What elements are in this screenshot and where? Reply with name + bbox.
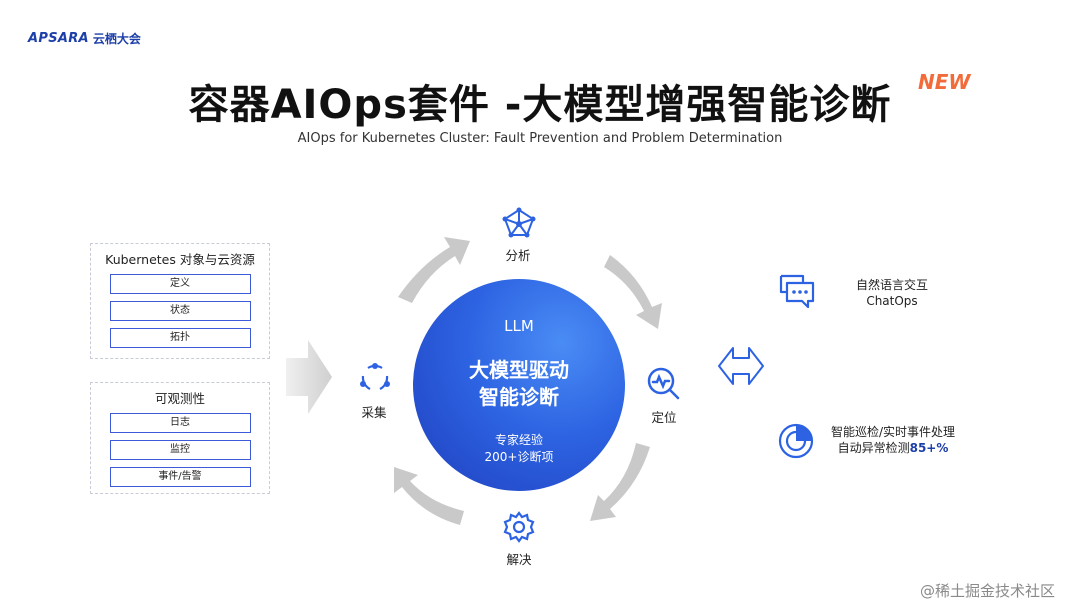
radar-icon [778, 423, 814, 459]
page-title: 容器AIOps套件 -大模型增强智能诊断 [0, 72, 1080, 130]
panel-title: 可观测性 [154, 391, 205, 406]
llm-core-circle [413, 279, 625, 491]
panel-item-monitoring: 监控 [109, 440, 251, 460]
node-analyze-label: 分析 [505, 248, 531, 263]
page-subtitle: AIOps for Kubernetes Cluster: Fault Prev… [297, 131, 783, 146]
core-sub-line1: 专家经验 [494, 433, 543, 447]
double-arrow-icon [718, 347, 764, 385]
inspection-line2-prefix: 自动异常检测 [837, 441, 910, 455]
panel-item-topology: 拓扑 [109, 328, 251, 348]
core-title-line2: 智能诊断 [479, 385, 559, 409]
observability-panel: 可观测性 日志 监控 事件/告警 [90, 382, 270, 494]
llm-label: LLM [504, 317, 534, 335]
panel-item-events: 事件/告警 [109, 467, 251, 487]
logo-cn: 云栖大会 [92, 32, 141, 46]
panel-item-logs: 日志 [109, 413, 251, 433]
search-chart-icon [647, 367, 680, 400]
cycle-arrows [394, 237, 662, 525]
chatops-text: 自然语言交互 ChatOps [830, 277, 954, 309]
node-resolve-label: 解决 [506, 552, 532, 567]
k8s-resources-panel: Kubernetes 对象与云资源 定义 状态 拓扑 [90, 243, 270, 359]
inspection-text: 智能巡检/实时事件处理 自动异常检测85+% [815, 424, 971, 456]
chatops-line2: ChatOps [866, 294, 918, 308]
accuracy-highlight: 85+% [909, 441, 949, 455]
panel-item-definition: 定义 [109, 274, 251, 294]
node-locate-label: 定位 [651, 410, 677, 425]
inspection-line1: 智能巡检/实时事件处理 [830, 425, 956, 439]
panel-item-status: 状态 [109, 301, 251, 321]
core-subtitle: 专家经验 200+诊断项 [413, 432, 625, 466]
title-main: 容器AIOps套件 -大模型增强智能诊断 [188, 82, 892, 128]
panel-title: Kubernetes 对象与云资源 [105, 252, 255, 267]
core-title-line1: 大模型驱动 [469, 358, 569, 382]
network-icon [502, 207, 536, 238]
right-arrow-icon [286, 340, 332, 414]
chat-icon [779, 274, 815, 309]
chatops-line1: 自然语言交互 [855, 278, 928, 292]
logo-brand: APSARA [28, 31, 89, 46]
inspection-line2: 自动异常检测85+% [815, 440, 971, 456]
new-badge: NEW [918, 70, 971, 94]
cycle-icon [360, 363, 390, 390]
core-title: 大模型驱动 智能诊断 [413, 357, 625, 411]
core-sub-line2: 200+诊断项 [484, 450, 554, 464]
node-collect-label: 采集 [361, 405, 387, 420]
logo: APSARA 云栖大会 [28, 30, 141, 47]
watermark: @稀土掘金技术社区 [920, 582, 1056, 600]
gear-icon [503, 511, 535, 543]
